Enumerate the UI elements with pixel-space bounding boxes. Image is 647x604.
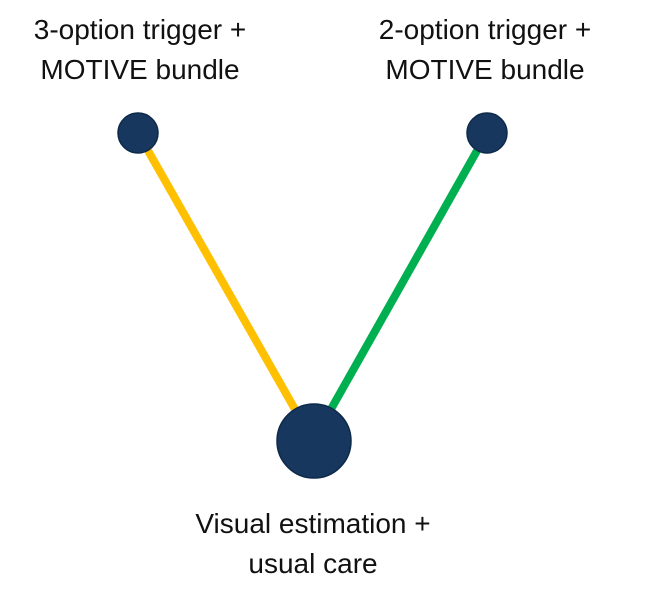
node-left (117, 112, 159, 154)
node-label-right: 2-option trigger + MOTIVE bundle (345, 10, 625, 90)
node-label-line: 2-option trigger + (378, 14, 592, 45)
node-label-line: usual care (248, 548, 378, 579)
node-label-line: 3-option trigger + (33, 14, 247, 45)
node-bottom (276, 403, 352, 479)
node-label-left: 3-option trigger + MOTIVE bundle (0, 10, 280, 90)
node-label-line: MOTIVE bundle (40, 54, 240, 85)
node-label-line: Visual estimation + (195, 508, 431, 539)
edge-left-to-bottom (134, 131, 317, 443)
node-right (466, 112, 508, 154)
node-label-bottom: Visual estimation + usual care (153, 504, 473, 584)
edge-right-to-bottom (309, 131, 491, 443)
node-label-line: MOTIVE bundle (385, 54, 585, 85)
